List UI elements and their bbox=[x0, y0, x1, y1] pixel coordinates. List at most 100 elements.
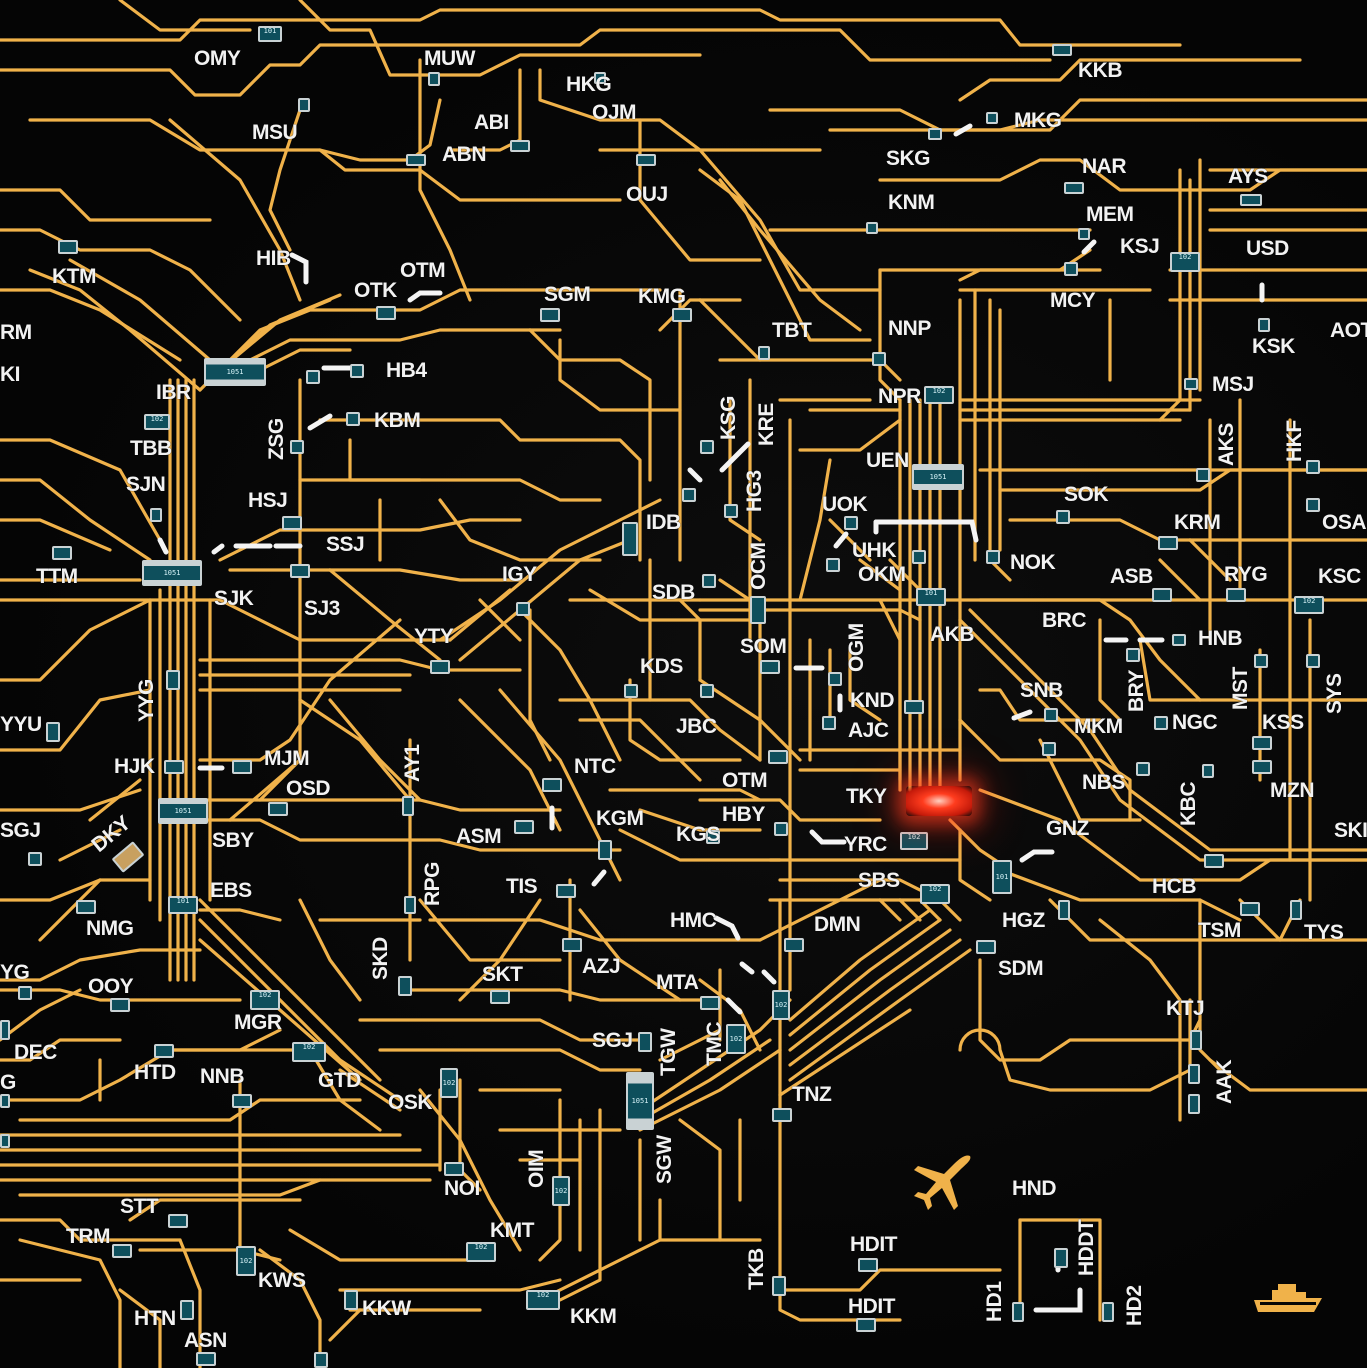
component-chip bbox=[986, 550, 1000, 564]
station-label-tmc: TMC bbox=[703, 1022, 726, 1066]
component-chip bbox=[856, 1318, 876, 1332]
trace bbox=[958, 828, 992, 902]
component-chip bbox=[562, 938, 582, 952]
component-chip bbox=[1044, 708, 1058, 722]
trace bbox=[788, 918, 942, 1037]
trace bbox=[528, 608, 552, 762]
trace bbox=[298, 898, 362, 1002]
trace bbox=[0, 598, 152, 682]
component-chip bbox=[1136, 762, 1150, 776]
station-label-hdit-south: HDIT bbox=[848, 1295, 896, 1318]
trace bbox=[558, 698, 762, 762]
station-label-hd1: HD1 bbox=[983, 1281, 1006, 1322]
trace bbox=[0, 438, 162, 542]
component-chip bbox=[822, 716, 836, 730]
station-label-muw: MUW bbox=[424, 47, 475, 70]
station-label-g: G bbox=[0, 1071, 16, 1094]
station-label-azj: AZJ bbox=[582, 955, 621, 978]
component-chip bbox=[164, 760, 184, 774]
component-chip: 102 bbox=[292, 1042, 326, 1062]
trace bbox=[18, 1238, 122, 1368]
trace bbox=[658, 1028, 722, 1062]
component-chip bbox=[682, 488, 696, 502]
trace bbox=[958, 718, 1132, 822]
trace bbox=[578, 908, 682, 1002]
trace bbox=[358, 1018, 642, 1042]
trace bbox=[528, 328, 652, 482]
component-chip bbox=[298, 98, 310, 112]
trace bbox=[298, 0, 702, 77]
component-chip bbox=[540, 308, 560, 322]
station-label-tsm: TSM bbox=[1198, 919, 1241, 942]
trace bbox=[198, 918, 402, 1102]
station-label-mem: MEM bbox=[1086, 203, 1134, 226]
component-chip bbox=[594, 72, 606, 84]
station-label-nar: NAR bbox=[1082, 155, 1127, 178]
trace bbox=[198, 908, 282, 922]
component-chip: 102 bbox=[726, 1024, 746, 1054]
station-label-sok: SOK bbox=[1064, 483, 1109, 506]
station-label-kws: KWS bbox=[258, 1269, 306, 1292]
component-chip bbox=[624, 684, 638, 698]
station-label-hcb: HCB bbox=[1152, 875, 1197, 898]
station-label-ouj: OUJ bbox=[626, 183, 668, 206]
station-label-tgw: TGW bbox=[657, 1028, 680, 1076]
component-chip bbox=[1012, 1302, 1024, 1322]
trace bbox=[338, 1068, 402, 1112]
trace bbox=[698, 798, 882, 822]
trace bbox=[728, 398, 762, 542]
component-chip bbox=[346, 412, 360, 426]
station-label-sgj-west: SGJ bbox=[0, 819, 41, 842]
trace bbox=[718, 178, 862, 332]
station-label-hgz: HGZ bbox=[1002, 909, 1045, 932]
component-chip: 102 bbox=[552, 1176, 570, 1206]
trace bbox=[0, 988, 82, 1042]
trace bbox=[298, 698, 412, 802]
trace bbox=[798, 418, 902, 452]
component-chip bbox=[774, 822, 788, 836]
trace bbox=[178, 1238, 202, 1368]
station-label-ksc: KSC bbox=[1318, 565, 1361, 588]
station-label-ktm: KTM bbox=[52, 265, 97, 288]
jumper bbox=[953, 123, 973, 137]
component-chip-1051: 1051 bbox=[912, 464, 964, 490]
component-chip bbox=[406, 154, 426, 166]
trace bbox=[318, 418, 642, 562]
trace bbox=[658, 298, 742, 332]
station-label-hjk: HJK bbox=[114, 755, 155, 778]
component-chip bbox=[1042, 742, 1056, 756]
station-label-kss: KSS bbox=[1262, 711, 1304, 734]
station-label-tky[interactable]: TKY bbox=[846, 785, 887, 808]
component-chip bbox=[306, 370, 320, 384]
trace bbox=[198, 818, 622, 852]
station-label-hnb: HNB bbox=[1198, 627, 1243, 650]
component-chip bbox=[986, 112, 998, 124]
trace bbox=[788, 948, 972, 1082]
trace bbox=[968, 608, 1367, 852]
station-label-mkm: MKM bbox=[1074, 715, 1123, 738]
component-chip bbox=[1158, 536, 1178, 550]
jumper bbox=[211, 543, 225, 555]
component-chip bbox=[622, 522, 638, 556]
component-chip bbox=[844, 516, 858, 530]
trace bbox=[1158, 168, 1182, 422]
station-label-asm: ASM bbox=[456, 825, 502, 848]
trace bbox=[588, 588, 762, 622]
component-chip bbox=[1126, 648, 1140, 662]
component-chip: 101 bbox=[258, 26, 282, 42]
component-chip bbox=[430, 660, 450, 674]
trace bbox=[878, 898, 902, 922]
trace bbox=[0, 478, 152, 562]
trace bbox=[978, 788, 1367, 882]
trace bbox=[958, 618, 1367, 862]
trace bbox=[1158, 558, 1202, 602]
station-label-ebs: EBS bbox=[210, 879, 252, 902]
station-label-tkb: TKB bbox=[745, 1248, 768, 1290]
trace bbox=[168, 118, 302, 302]
station-label-skg: SKG bbox=[886, 147, 931, 170]
ship-icon bbox=[1254, 1284, 1322, 1312]
station-label-sby: SBY bbox=[212, 829, 254, 852]
trace bbox=[0, 878, 152, 902]
component-chip bbox=[772, 1108, 792, 1122]
